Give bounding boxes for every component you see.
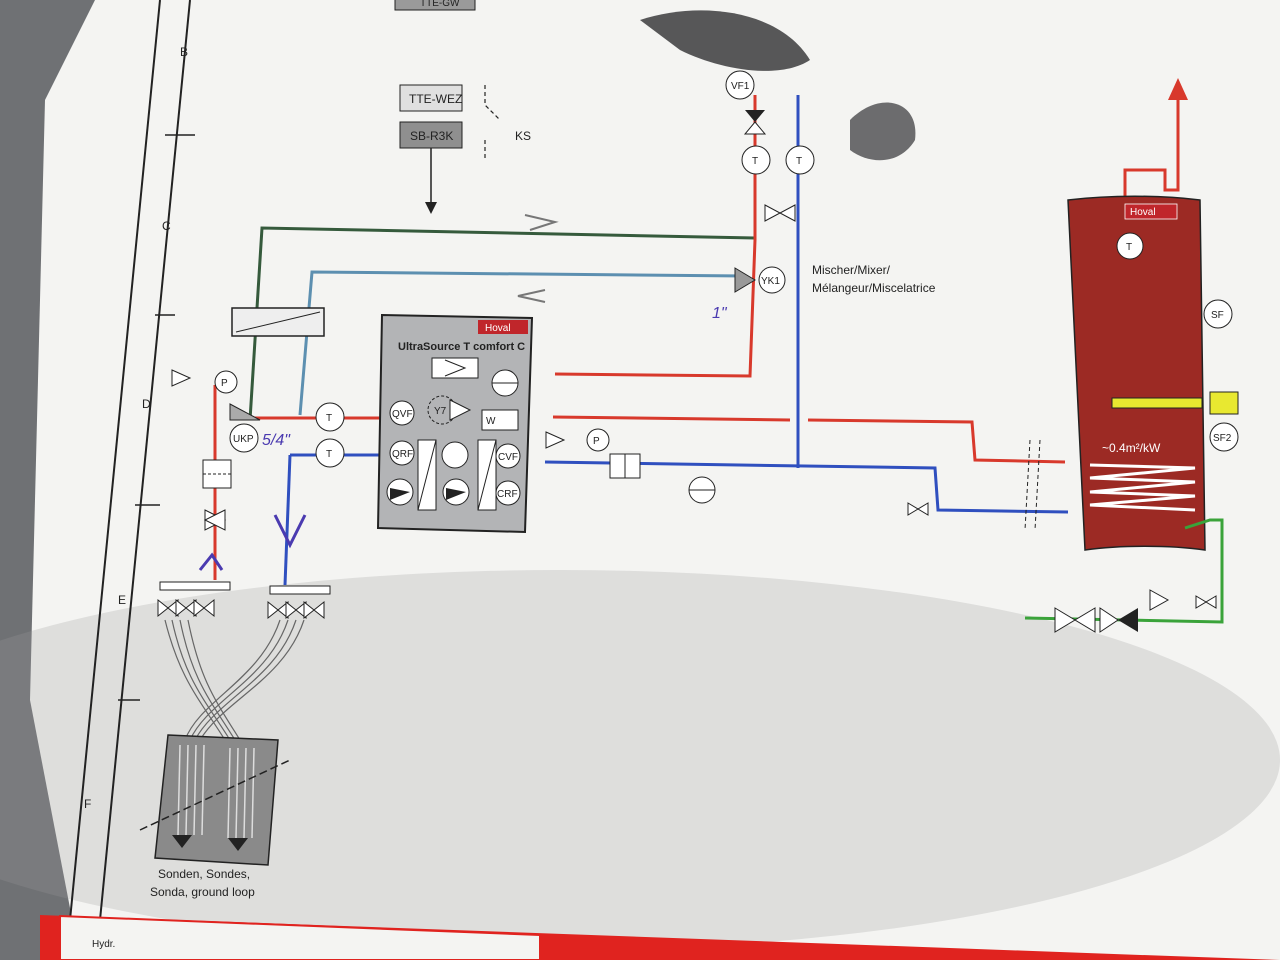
p-gauge-left: [214, 370, 238, 394]
y7-label: Y7: [434, 406, 447, 417]
tte-wez-box: [399, 84, 463, 112]
handwritten-arrow-down: [273, 514, 307, 549]
sb-r3k-label: SB-R3K: [410, 129, 453, 143]
t-sensor-3-label: T: [752, 156, 758, 167]
t-sensor-1-label: T: [326, 413, 332, 424]
yk1-label: YK1: [761, 276, 780, 287]
source-pipes: [248, 214, 756, 421]
manifolds: [157, 581, 331, 620]
grid-row-e: E: [118, 593, 126, 607]
sf-sensor: [1203, 299, 1233, 329]
hp-brand: Hoval: [485, 323, 511, 334]
crf-label: CRF: [497, 489, 518, 500]
control-boxes: TTE-WEZ SB-R3K KS: [399, 84, 531, 214]
ground-loop-label-1: Sonden, Sondes,: [158, 867, 250, 881]
tte-wez-label: TTE-WEZ: [409, 92, 462, 106]
top-cut-label: TTE-GW: [420, 0, 460, 9]
safety-group-left: P UKP: [171, 369, 261, 531]
sf2-label: SF2: [1213, 433, 1232, 444]
hp-brand-badge: [478, 320, 528, 334]
p-gauge-right-label: P: [593, 436, 600, 447]
tank-spec: ~0.4m²/kW: [1102, 441, 1161, 455]
footer-table: [59, 914, 541, 960]
temp-sensors-hp: T T: [315, 402, 345, 468]
grid-row-d: D: [142, 397, 151, 411]
handwritten-size-b: 1": [712, 305, 728, 322]
vf1-label: VF1: [731, 81, 750, 92]
paper-sheet: [30, 0, 1280, 960]
t-sensor-4-label: T: [796, 156, 802, 167]
safety-group-right: P: [545, 428, 716, 504]
cold-water-inlet: [1024, 518, 1224, 624]
tank-brand: Hoval: [1130, 207, 1156, 218]
grid-border: B C D E F: [69, 0, 195, 921]
mixing-valve-yk1: [734, 267, 756, 293]
w-label: W: [486, 416, 496, 427]
glare-dark: [640, 10, 810, 71]
heat-pump-unit: Hoval UltraSource T comfort C QVF Y7 W Q…: [376, 313, 534, 534]
storage-tank: Hoval T ~0.4m²/kW: [1067, 195, 1239, 551]
t-sensor-2-label: T: [326, 449, 332, 460]
hot-water-outlet: [1123, 90, 1180, 200]
footer-label: Hydr.: [92, 939, 115, 950]
p-gauge-left-label: P: [221, 378, 228, 389]
qrf-label: QRF: [392, 449, 413, 460]
handwritten-size-a: 5/4": [262, 432, 291, 449]
mixer-label-2: Mélangeur/Miscelatrice: [812, 281, 936, 295]
ks-label: KS: [515, 129, 531, 143]
ground-loop-box: [139, 734, 291, 866]
grid-row-b: B: [180, 45, 188, 59]
glare-dark-2: [850, 102, 916, 161]
grid-row-c: C: [162, 219, 171, 233]
grid-row-f: F: [84, 797, 91, 811]
switch-ks: [484, 85, 501, 160]
drain-valve-blue: [907, 502, 929, 516]
ukp-pump: [229, 423, 259, 453]
tank-t-label: T: [1126, 242, 1132, 253]
outlet-arrow: [1168, 78, 1188, 100]
qvf-label: QVF: [392, 409, 413, 420]
ground-loop-label-2: Sonda, ground loop: [150, 885, 255, 899]
mixing-valve-left: [229, 403, 261, 421]
sf-label: SF: [1211, 310, 1224, 321]
break-marks: [1024, 439, 1041, 531]
filter-left: [202, 459, 232, 489]
cold-water-valves: [1054, 589, 1217, 633]
mixer-label-1: Mischer/Mixer/: [812, 263, 891, 277]
ground-loop-pipes: [164, 619, 305, 741]
top-cut-box: [394, 0, 476, 11]
sf2-sensor: [1209, 422, 1239, 452]
hp-model: UltraSource T comfort C: [398, 341, 525, 353]
shadow: [0, 570, 1280, 950]
cvf-label: CVF: [498, 452, 518, 463]
mixer-group: VF1 T T YK1 1": [712, 70, 815, 322]
ukp-label: UKP: [233, 434, 254, 445]
sb-r3k-box: [399, 121, 463, 149]
handwritten-arrow-up: [198, 552, 224, 571]
